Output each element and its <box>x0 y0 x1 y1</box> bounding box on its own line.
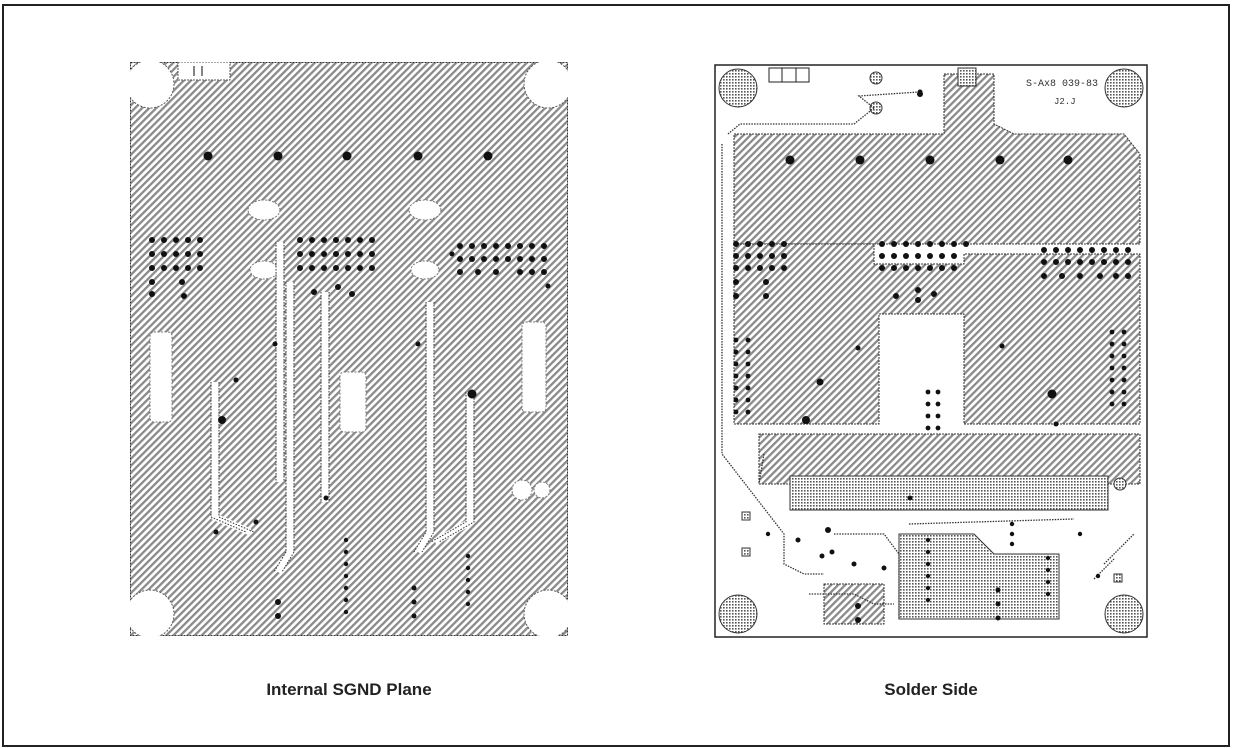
via-array-left <box>149 237 203 299</box>
scattered-vias <box>765 89 1101 623</box>
via-array-center <box>879 241 969 303</box>
copper-pours <box>733 73 1141 485</box>
silkscreen-part-number: S-Ax8 039-83 <box>1026 79 1098 90</box>
via-row-top <box>203 151 493 161</box>
via-column-bottom <box>343 537 471 619</box>
via-array-left <box>733 241 787 299</box>
via-array-right <box>1041 247 1131 279</box>
test-pads <box>741 67 1127 583</box>
caption-solder-side: Solder Side <box>884 680 978 699</box>
solder-side-drawing: S-Ax8 039-83 J2.J <box>714 64 1148 638</box>
via-array-right <box>449 243 551 289</box>
sgnd-copper-plane <box>130 62 568 636</box>
pin-columns <box>733 329 1127 603</box>
caption-internal-sgnd-plane: Internal SGND Plane <box>266 680 432 699</box>
internal-sgnd-plane-board <box>130 62 568 636</box>
connector-footprint <box>768 67 810 83</box>
mounting-pads <box>718 68 1144 634</box>
connector-clearance <box>177 62 231 81</box>
lower-pour <box>823 583 885 625</box>
scattered-vias <box>213 341 477 619</box>
traces <box>721 91 1135 619</box>
mounting-hole-clearances <box>130 62 568 636</box>
header-connector-strip <box>789 475 1109 511</box>
silkscreen-ref: J2.J <box>1054 97 1076 107</box>
isolation-islands <box>149 199 551 501</box>
via-array-center <box>297 237 375 297</box>
internal-sgnd-plane-drawing <box>130 62 568 636</box>
routing-channels <box>211 242 474 574</box>
lower-component-pad <box>898 533 1060 620</box>
solder-side-board: S-Ax8 039-83 J2.J <box>714 64 1148 638</box>
routing-channel-outlines <box>210 242 475 573</box>
via-row-top <box>785 91 1073 165</box>
